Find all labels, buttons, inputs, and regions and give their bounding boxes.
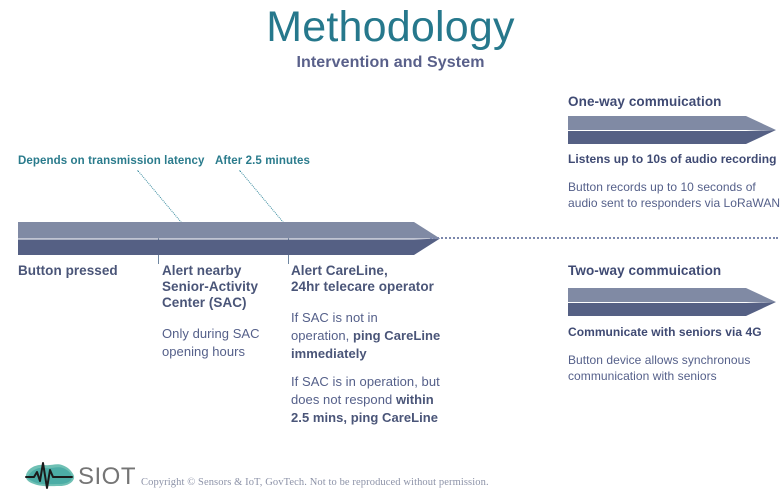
system-body-line: Button records up to 10 seconds of — [568, 180, 756, 194]
system-body-one-way: Button records up to 10 seconds of audio… — [568, 179, 781, 211]
step-body-text: operation, — [291, 328, 353, 343]
system-body-line: communication with seniors — [568, 369, 717, 383]
step-body-text: If SAC is not in — [291, 310, 378, 325]
step-body-line — [291, 363, 451, 373]
leader-line-delay — [239, 170, 287, 226]
step-heading-line: Center (SAC) — [162, 295, 247, 310]
step-body-text: does not respond — [291, 392, 396, 407]
step-body-line: opening hours — [162, 344, 246, 359]
step-body-line: Only during SAC — [162, 326, 260, 341]
timeline-step-button-pressed: Button pressed — [18, 263, 148, 279]
step-body-emphasis: immediately — [291, 346, 367, 361]
step-heading-line: 24hr telecare operator — [291, 279, 434, 294]
step-body-line: operation, ping CareLine — [291, 327, 451, 345]
step-body-line: If SAC is in operation, but — [291, 373, 451, 391]
system-title-two-way: Two-way commuication — [568, 263, 722, 278]
step-body-line: immediately — [291, 345, 451, 363]
timeline-step-alert-careline: Alert CareLine, 24hr telecare operator I… — [291, 263, 451, 427]
system-subtitle-two-way: Communicate with seniors via 4G — [568, 325, 762, 339]
page-subtitle: Intervention and System — [296, 54, 485, 71]
timeline-continuation-dotted-line — [430, 237, 778, 239]
step-body-line: does not respond within — [291, 391, 451, 409]
step-body: Only during SAC opening hours — [162, 325, 284, 361]
system-body-line: audio sent to responders via LoRaWAN — [568, 196, 781, 210]
two-way-arrow — [568, 288, 776, 316]
system-subtitle-one-way: Listens up to 10s of audio recording — [568, 152, 777, 166]
step-body-line: 2.5 mins, ping CareLine — [291, 409, 451, 427]
logo-wordmark: SIOT — [78, 463, 136, 490]
timeline-step-alert-sac: Alert nearby Senior-Activity Center (SAC… — [162, 263, 284, 361]
step-body-text: If SAC is in operation, but — [291, 374, 440, 389]
step-body: If SAC is not in operation, ping CareLine… — [291, 309, 451, 427]
step-heading: Button pressed — [18, 263, 118, 278]
timeline-annotation-delay: After 2.5 minutes — [215, 155, 311, 167]
main-timeline-arrow — [18, 222, 440, 255]
page-title: Methodology — [266, 3, 515, 51]
step-body-emphasis: within — [395, 392, 434, 407]
step-heading-line: Alert nearby — [162, 263, 242, 278]
timeline-annotation-latency: Depends on transmission latency — [18, 155, 205, 167]
system-body-two-way: Button device allows synchronous communi… — [568, 352, 781, 384]
system-body-line: Button device allows synchronous — [568, 353, 751, 367]
siot-logo: SIOT — [24, 459, 139, 491]
one-way-arrow — [568, 116, 776, 144]
system-title-one-way: One-way commuication — [568, 94, 722, 109]
leader-line-latency — [137, 170, 182, 223]
step-body-emphasis: 2.5 mins, ping CareLine — [291, 410, 439, 425]
step-body-emphasis: ping CareLine — [352, 328, 441, 343]
step-heading-line: Alert CareLine, — [291, 263, 388, 278]
copyright-text: Copyright © Sensors & IoT, GovTech. Not … — [141, 477, 489, 488]
step-heading-line: Senior-Activity — [162, 279, 259, 294]
step-body-line: If SAC is not in — [291, 309, 451, 327]
waveform-icon — [25, 462, 75, 489]
